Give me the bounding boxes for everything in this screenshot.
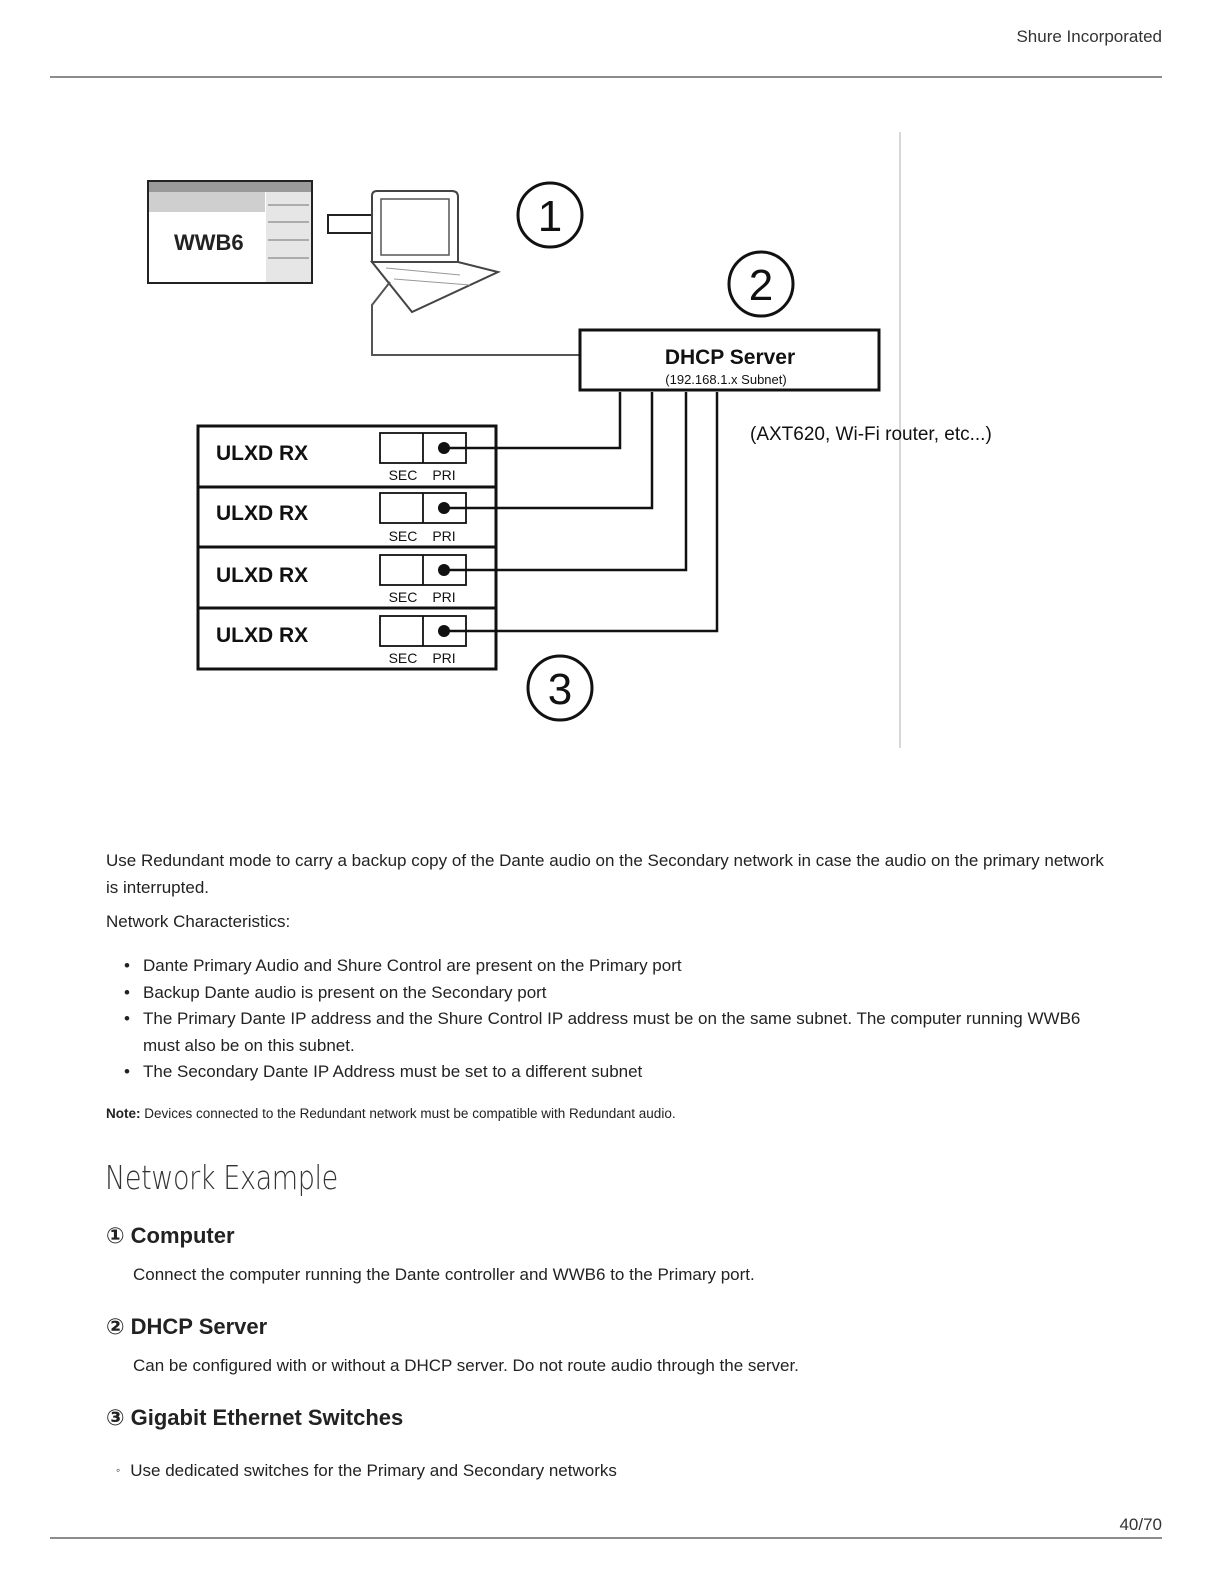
svg-text:SEC: SEC — [389, 467, 418, 483]
svg-text:PRI: PRI — [432, 467, 455, 483]
intro-paragraph: Use Redundant mode to carry a backup cop… — [106, 851, 1104, 897]
note-text: Devices connected to the Redundant netwo… — [140, 1106, 676, 1121]
note: Note: Devices connected to the Redundant… — [106, 1106, 676, 1121]
callout-number: ③ — [106, 1405, 125, 1430]
network-characteristics-label: Network Characteristics: — [106, 912, 291, 931]
list-item: The Primary Dante IP address and the Shu… — [106, 1006, 1106, 1059]
dhcp-server-box: DHCP Server (192.168.1.x Subnet) — [578, 328, 881, 392]
subsection-title: Computer — [130, 1223, 235, 1248]
network-characteristics-list: Dante Primary Audio and Shure Control ar… — [106, 953, 1106, 1086]
receiver-2: ULXD RX SEC PRI — [216, 492, 467, 544]
page-number: 40/70 — [1119, 1515, 1162, 1534]
svg-text:ULXD RX: ULXD RX — [216, 502, 308, 525]
svg-text:3: 3 — [548, 665, 572, 714]
svg-text:ULXD RX: ULXD RX — [216, 624, 308, 647]
subsection-bullet-switches: ◦ Use dedicated switches for the Primary … — [116, 1461, 617, 1481]
header-rule — [50, 76, 1162, 78]
dhcp-server-title: DHCP Server — [665, 346, 795, 369]
receiver-4: ULXD RX SEC PRI — [216, 615, 467, 666]
footer-rule — [50, 1537, 1162, 1539]
section-title: Network Example — [105, 1158, 338, 1197]
network-cables — [444, 392, 719, 633]
svg-text:SEC: SEC — [389, 589, 418, 605]
callout-3: 3 — [526, 654, 594, 722]
note-label: Note: — [106, 1106, 141, 1121]
list-item: Dante Primary Audio and Shure Control ar… — [106, 953, 1106, 980]
svg-text:PRI: PRI — [432, 528, 455, 544]
dhcp-server-subnet: (192.168.1.x Subnet) — [665, 372, 786, 387]
laptop-icon — [369, 190, 501, 314]
receiver-3: ULXD RX SEC PRI — [216, 554, 467, 605]
router-note: (AXT620, Wi-Fi router, etc...) — [750, 424, 992, 445]
list-item: Backup Dante audio is present on the Sec… — [106, 980, 1106, 1007]
svg-text:ULXD RX: ULXD RX — [216, 564, 308, 587]
svg-text:1: 1 — [538, 192, 562, 241]
header-company: Shure Incorporated — [1016, 27, 1162, 46]
callout-2: 2 — [727, 250, 795, 318]
svg-text:SEC: SEC — [389, 650, 418, 666]
svg-text:ULXD RX: ULXD RX — [216, 442, 308, 465]
svg-text:SEC: SEC — [389, 528, 418, 544]
subsection-title: DHCP Server — [130, 1314, 268, 1339]
subsection-text-computer: Connect the computer running the Dante c… — [133, 1265, 755, 1284]
wwb6-screenshot: WWB6 — [147, 180, 313, 284]
callout-number: ② — [106, 1314, 125, 1339]
svg-text:PRI: PRI — [432, 589, 455, 605]
svg-text:2: 2 — [749, 261, 773, 310]
receiver-stack: ULXD RX SEC PRI ULXD RX SEC PRI ULXD RX … — [196, 424, 498, 671]
list-item: The Secondary Dante IP Address must be s… — [106, 1059, 1106, 1086]
circle-bullet-icon: ◦ — [116, 1463, 121, 1477]
svg-text:PRI: PRI — [432, 650, 455, 666]
callout-1: 1 — [516, 181, 584, 249]
wwb6-label: WWB6 — [174, 230, 244, 255]
network-diagram: WWB6 1 2 3 DHCP Server (192.168.1.x Subn… — [147, 132, 992, 748]
subsection-bullet-text: Use dedicated switches for the Primary a… — [130, 1461, 617, 1480]
subsection-text-dhcp: Can be configured with or without a DHCP… — [133, 1356, 799, 1375]
subsection-title: Gigabit Ethernet Switches — [130, 1405, 404, 1430]
callout-number: ① — [106, 1223, 125, 1248]
